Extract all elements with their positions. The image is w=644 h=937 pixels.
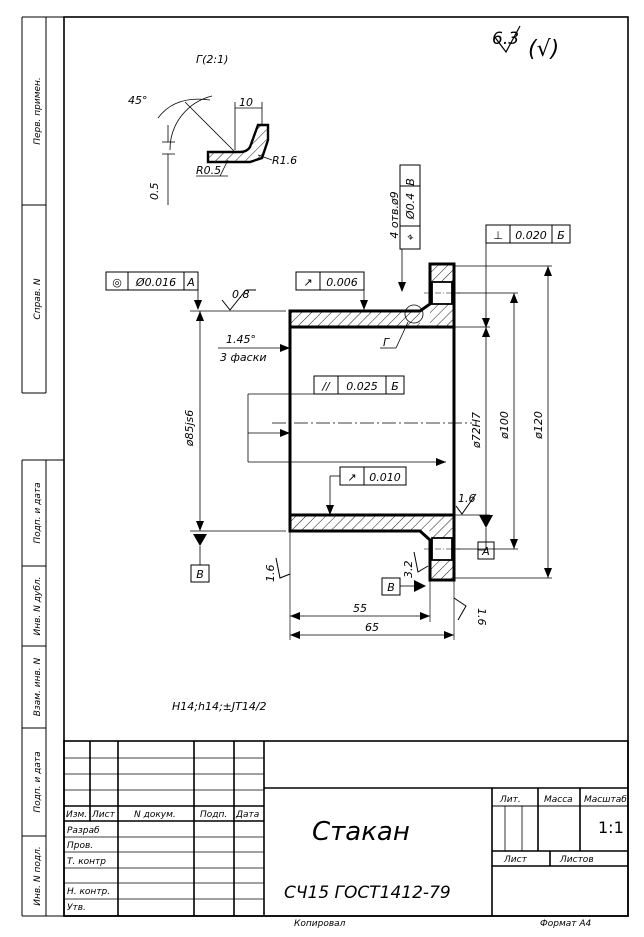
roughness-16-c: 1.6 bbox=[453, 597, 488, 626]
section-mark-label: Г bbox=[383, 336, 390, 349]
coaxiality-value: Ø0.016 bbox=[135, 276, 176, 289]
parallelism-datum: Б bbox=[391, 380, 399, 393]
tb-header-podp: Подп. bbox=[200, 810, 227, 820]
side-label-podp-2: Подп. и дата bbox=[33, 751, 43, 812]
roughness-08-value: 0.8 bbox=[232, 288, 250, 301]
side-label-perv: Перв. примен. bbox=[33, 77, 43, 145]
surface-finish-value: 6.3 bbox=[492, 29, 519, 49]
detail-view: Г(2:1) 10 45° 0.5 R1.6 R0.5 bbox=[128, 53, 297, 205]
tb-sheet-label: Лист bbox=[503, 855, 528, 865]
footer-format: Формат А4 bbox=[540, 919, 592, 929]
tb-material: СЧ15 ГОСТ1412-79 bbox=[284, 883, 451, 903]
parallelism-frame: // 0.025 Б bbox=[247, 375, 446, 466]
hole-callout: B Ø0.4 ⌖ 4 отв.ø9 bbox=[388, 164, 421, 292]
tb-role-utv: Утв. bbox=[67, 903, 86, 913]
footer-copied: Копировал bbox=[294, 919, 346, 929]
datum-b-left: B bbox=[196, 568, 204, 581]
detail-radius-outer: R1.6 bbox=[272, 154, 297, 167]
side-label-inv-podl: Инв. N подл. bbox=[33, 846, 43, 905]
roughness-32: 3.2 bbox=[402, 551, 429, 579]
side-label-vzam: Взам. инв. N bbox=[33, 657, 43, 716]
coaxiality-symbol: ◎ bbox=[112, 276, 122, 289]
datum-b-bottom-callout: B bbox=[381, 577, 426, 596]
coaxiality-frame: ◎ Ø0.016 A bbox=[105, 271, 202, 310]
dim-len-55: 55 bbox=[353, 602, 367, 615]
tb-header-data: Дата bbox=[235, 810, 259, 820]
tb-role-razrab: Разраб bbox=[67, 826, 100, 836]
tb-scale-label: Масштаб bbox=[584, 795, 627, 805]
title-block-roles: Разраб Пров. Т. контр Н. контр. Утв. bbox=[67, 826, 110, 913]
tb-role-prov: Пров. bbox=[67, 841, 93, 851]
runout-top-frame: ↗ 0.006 bbox=[295, 271, 368, 310]
hole-position-symbol: ⌖ bbox=[404, 234, 417, 241]
hole-datum: B bbox=[404, 178, 417, 186]
dim-dia-72: ø72H7 A bbox=[454, 326, 495, 560]
tb-scale-value: 1:1 bbox=[598, 818, 624, 837]
side-label-sprav: Справ. N bbox=[33, 278, 43, 319]
parallelism-value: 0.025 bbox=[346, 380, 378, 393]
detail-depth: 0.5 bbox=[148, 183, 161, 201]
detail-width: 10 bbox=[239, 96, 253, 109]
runout-top-symbol: ↗ bbox=[303, 276, 312, 289]
tb-sheets-label: Листов bbox=[559, 855, 594, 865]
roughness-16-c-value: 1.6 bbox=[475, 608, 488, 626]
title-block bbox=[63, 740, 629, 917]
dim-dia-72-value: ø72H7 bbox=[470, 412, 483, 449]
datum-a: A bbox=[481, 545, 490, 558]
detail-angle: 45° bbox=[128, 94, 148, 107]
dim-len-65: 65 bbox=[365, 621, 379, 634]
tb-part-name: Стакан bbox=[312, 817, 410, 847]
roughness-16-a: 1.6 bbox=[455, 492, 477, 515]
perpendicularity-frame: ⊥ 0.020 Б bbox=[482, 224, 571, 328]
side-label-inv-dubl: Инв. N дубл. bbox=[33, 577, 43, 636]
perpendicularity-datum: Б bbox=[557, 229, 565, 242]
roughness-08: 0.8 bbox=[221, 288, 256, 311]
side-label-podp-1: Подп. и дата bbox=[33, 482, 43, 543]
section-mark: Г bbox=[380, 304, 424, 349]
tb-role-nkontr: Н. контр. bbox=[67, 887, 110, 897]
general-tolerance-note: H14;h14;±JT14/2 bbox=[172, 700, 267, 713]
detail-title: Г(2:1) bbox=[196, 53, 228, 66]
surface-finish-symbol: (√) bbox=[528, 37, 559, 62]
perpendicularity-value: 0.020 bbox=[515, 229, 547, 242]
runout-inner-value: 0.010 bbox=[369, 471, 401, 484]
runout-inner-symbol: ↗ bbox=[347, 471, 356, 484]
roughness-16-a-value: 1.6 bbox=[458, 492, 476, 505]
datum-b-bottom: B bbox=[387, 581, 395, 594]
coaxiality-datum: A bbox=[186, 276, 195, 289]
dim-dia-85-value: ø85js6 bbox=[183, 410, 196, 448]
tb-lit-label: Лит. bbox=[499, 795, 521, 805]
dim-dia-120: ø120 bbox=[454, 265, 552, 579]
part-section bbox=[272, 262, 472, 582]
tb-role-tkontr: Т. контр bbox=[67, 857, 106, 867]
parallelism-symbol: // bbox=[321, 380, 331, 393]
runout-top-value: 0.006 bbox=[326, 276, 358, 289]
hole-tolerance: Ø0.4 bbox=[404, 193, 417, 220]
dim-dia-85: ø85js6 B bbox=[183, 310, 286, 583]
roughness-16-b-value: 1.6 bbox=[264, 565, 277, 583]
dim-length: 55 65 bbox=[289, 531, 455, 640]
chamfer-note: 3 фаски bbox=[220, 351, 266, 364]
tb-header-izm: Изм. bbox=[66, 810, 87, 820]
dim-dia-120-value: ø120 bbox=[532, 411, 545, 440]
detail-radius-inner: R0.5 bbox=[196, 164, 221, 177]
roughness-32-value: 3.2 bbox=[402, 561, 415, 579]
surface-finish-mark: 6.3 (√) bbox=[492, 25, 559, 62]
chamfer-callout: 1.45° 3 фаски bbox=[218, 333, 290, 364]
roughness-16-b: 1.6 bbox=[264, 557, 291, 583]
title-block-headers: Изм. Лист N докум. Подп. Дата bbox=[66, 810, 259, 820]
tb-mass-label: Масса bbox=[544, 795, 573, 805]
chamfer-value: 1.45° bbox=[226, 333, 256, 346]
tb-header-ndokum: N докум. bbox=[134, 810, 176, 820]
dim-dia-100-value: ø100 bbox=[498, 411, 511, 440]
tb-header-list: Лист bbox=[91, 810, 116, 820]
runout-inner-frame: ↗ 0.010 bbox=[326, 466, 407, 515]
side-labels: Перв. примен. Справ. N Подп. и дата Инв.… bbox=[33, 77, 43, 906]
perpendicularity-symbol: ⊥ bbox=[493, 229, 503, 242]
dim-dia-100: ø100 bbox=[454, 292, 518, 550]
hole-label: 4 отв.ø9 bbox=[388, 191, 401, 238]
